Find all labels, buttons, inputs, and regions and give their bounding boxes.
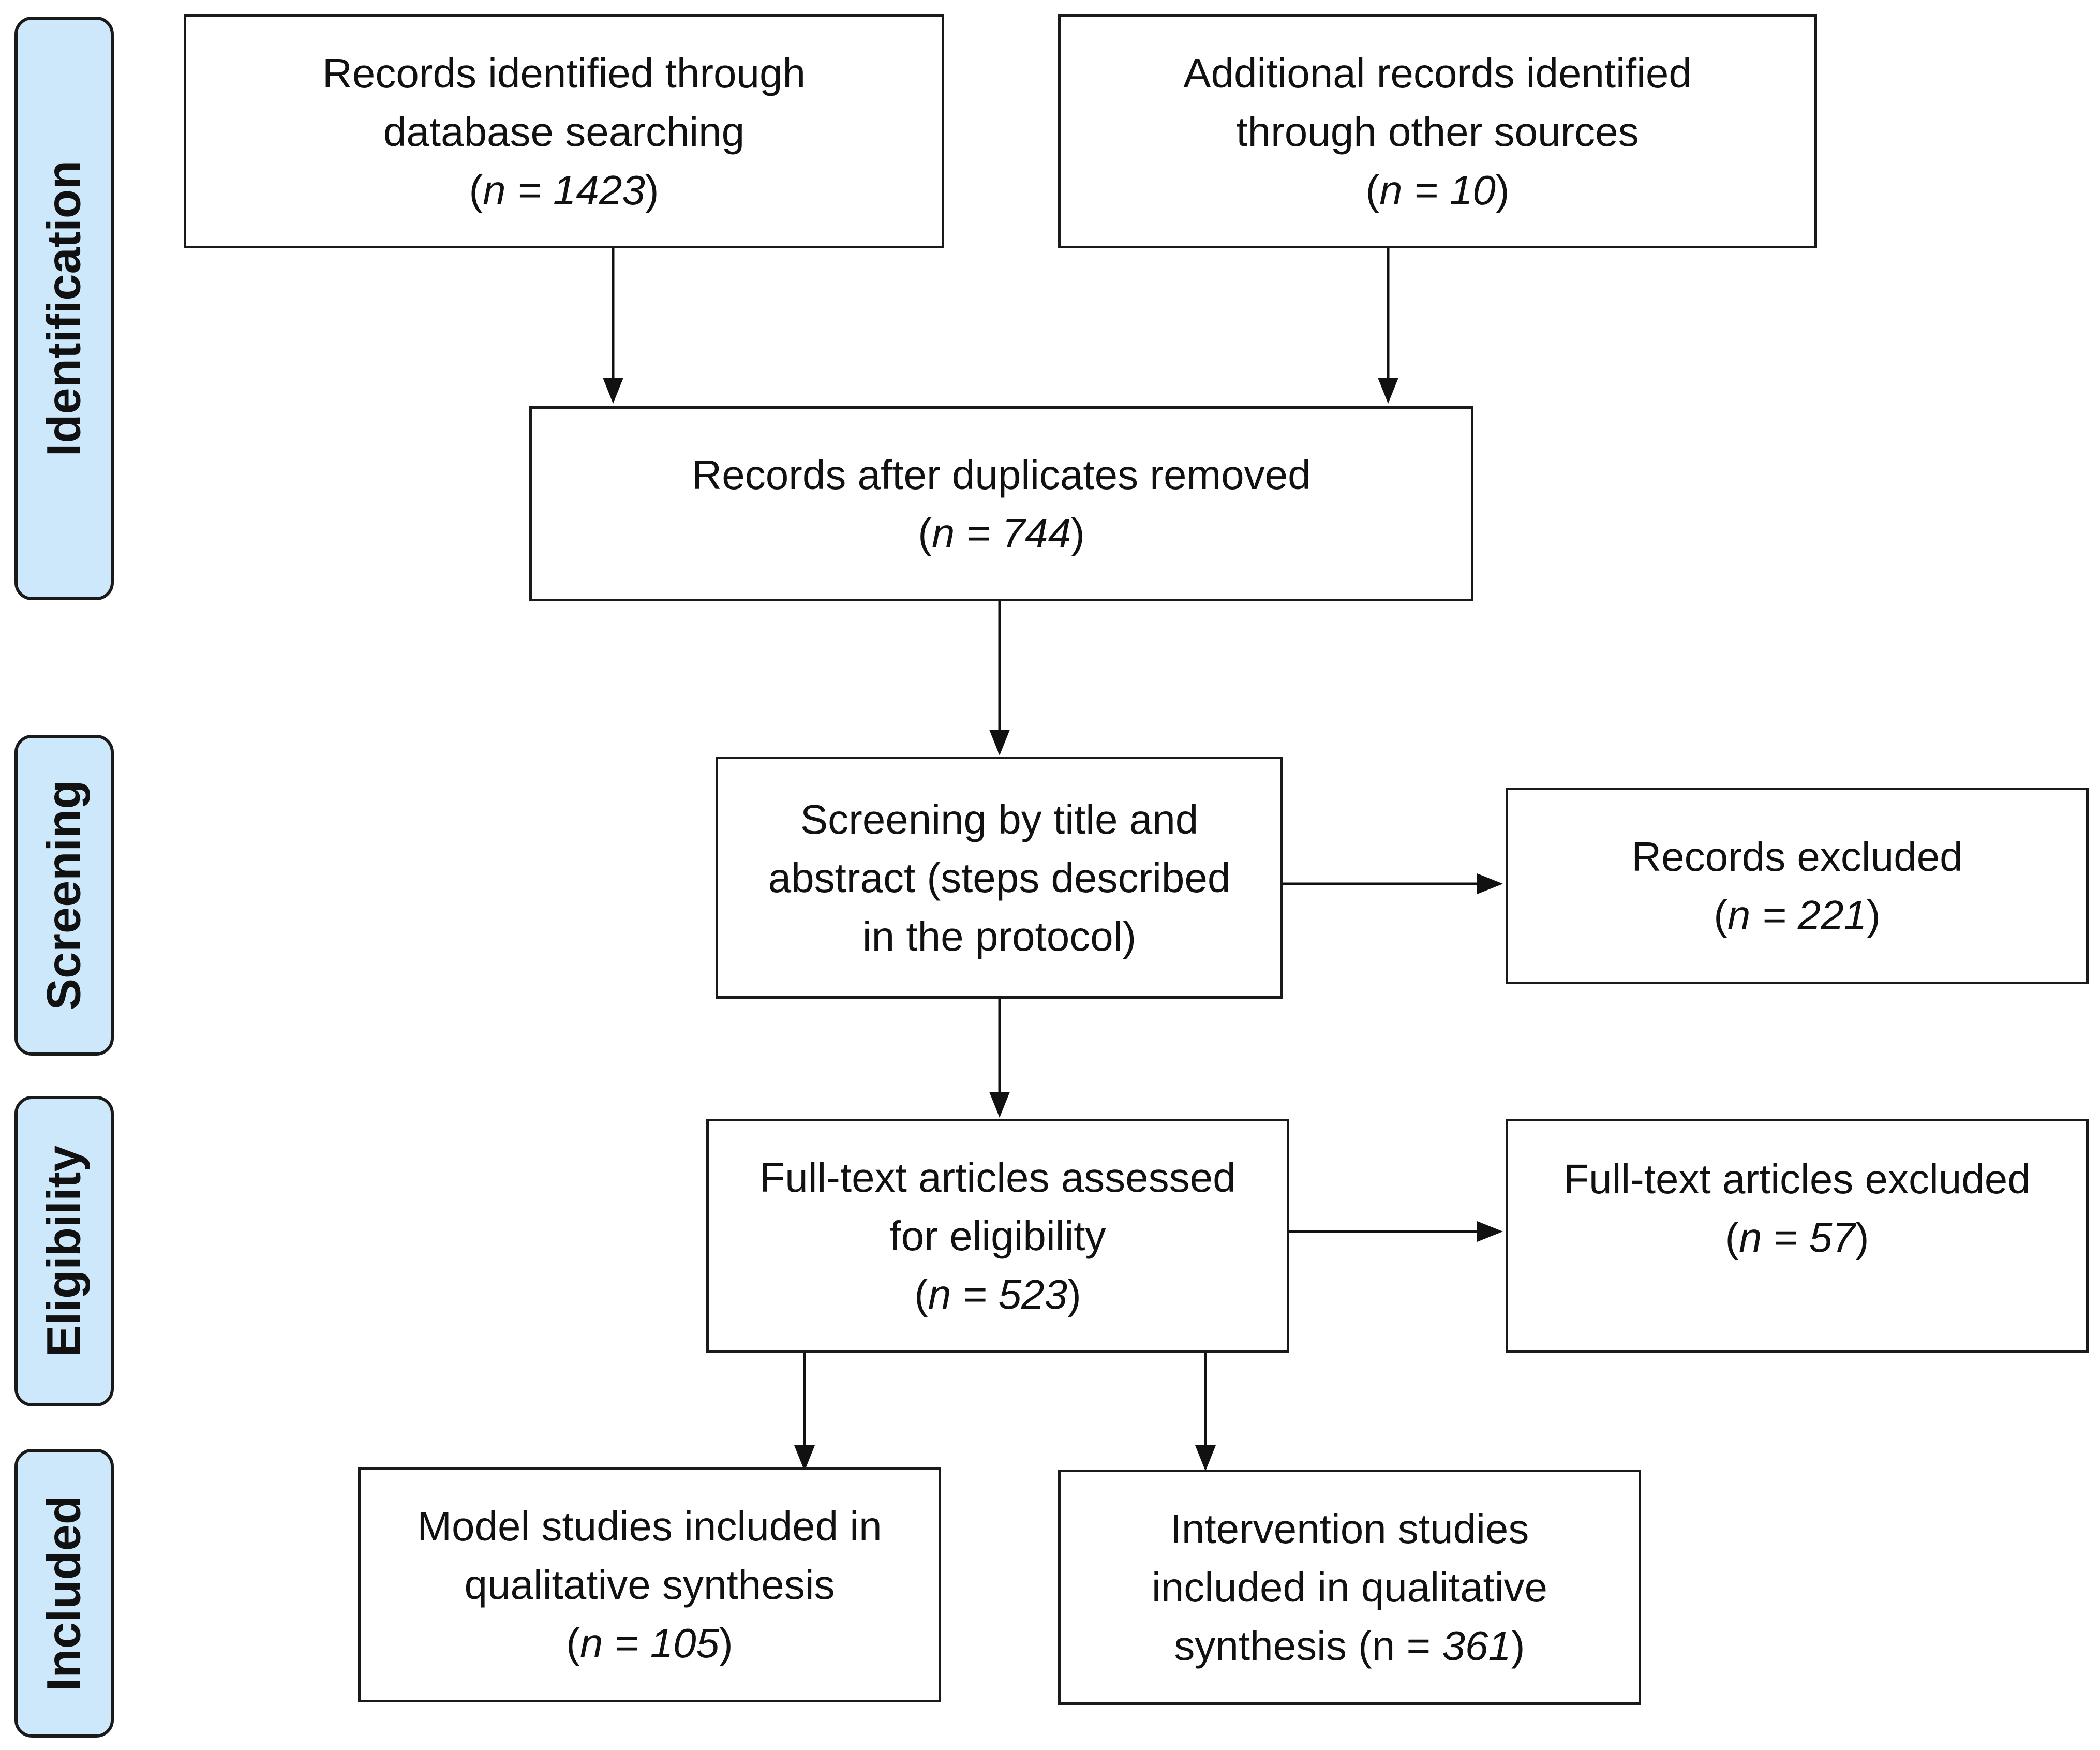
box-model-line-2: qualitative synthesis [464, 1562, 835, 1608]
box-fulltext-excluded-line-1: Full-text articles excluded [1563, 1156, 2031, 1202]
box-records-after-duplicates: Records after duplicates removed (n = 74… [529, 406, 1473, 601]
phase-eligibility: Eligibility [14, 1096, 114, 1406]
phase-identification-label: Identification [37, 160, 91, 457]
box-full-text-assessed: Full-text articles assessed for eligibil… [706, 1119, 1289, 1353]
phase-screening: Screening [14, 735, 114, 1056]
box-intervention-studies: Intervention studies included in qualita… [1058, 1470, 1641, 1705]
phase-eligibility-label: Eligibility [37, 1145, 91, 1357]
box-screening-line-1: Screening by title and [800, 796, 1199, 842]
box-fulltext-excluded-count: (n = 57) [1725, 1214, 1869, 1260]
box-other-line-1: Additional records identified [1183, 50, 1692, 96]
box-intervention-line-3: synthesis (n = 361) [1174, 1623, 1525, 1669]
box-database-count: (n = 1423) [469, 167, 659, 213]
box-records-excluded: Records excluded (n = 221) [1506, 788, 2089, 984]
phase-identification: Identification [14, 17, 114, 600]
box-other-sources: Additional records identified through ot… [1058, 14, 1817, 248]
box-other-line-2: through other sources [1236, 108, 1639, 155]
box-records-excluded-line-1: Records excluded [1631, 834, 1963, 880]
box-fulltext-count: (n = 523) [914, 1271, 1081, 1317]
box-screening-line-2: abstract (steps described [768, 854, 1231, 901]
box-fulltext-line-1: Full-text articles assessed [759, 1154, 1236, 1200]
box-fulltext-line-2: for eligibility [889, 1212, 1106, 1259]
box-screening-title-abstract: Screening by title and abstract (steps d… [716, 757, 1283, 999]
box-database-line-2: database searching [383, 108, 745, 155]
box-database-line-1: Records identified through [322, 50, 806, 96]
box-dedup-count: (n = 744) [918, 510, 1085, 556]
box-model-studies: Model studies included in qualitative sy… [358, 1467, 941, 1702]
box-model-line-1: Model studies included in [417, 1503, 882, 1549]
box-database-records: Records identified through database sear… [184, 14, 944, 248]
box-dedup-line-1: Records after duplicates removed [692, 451, 1311, 498]
box-records-excluded-count: (n = 221) [1714, 892, 1881, 938]
box-full-text-excluded: Full-text articles excluded (n = 57) [1506, 1119, 2089, 1353]
phase-screening-label: Screening [37, 780, 91, 1011]
box-model-count: (n = 105) [566, 1620, 733, 1666]
box-intervention-line-2: included in qualitative [1152, 1564, 1547, 1610]
phase-included: Included [14, 1449, 114, 1738]
box-screening-line-3: in the protocol) [862, 913, 1137, 959]
phase-included-label: Included [37, 1495, 91, 1692]
box-intervention-line-1: Intervention studies [1170, 1506, 1529, 1552]
box-other-count: (n = 10) [1365, 167, 1510, 213]
